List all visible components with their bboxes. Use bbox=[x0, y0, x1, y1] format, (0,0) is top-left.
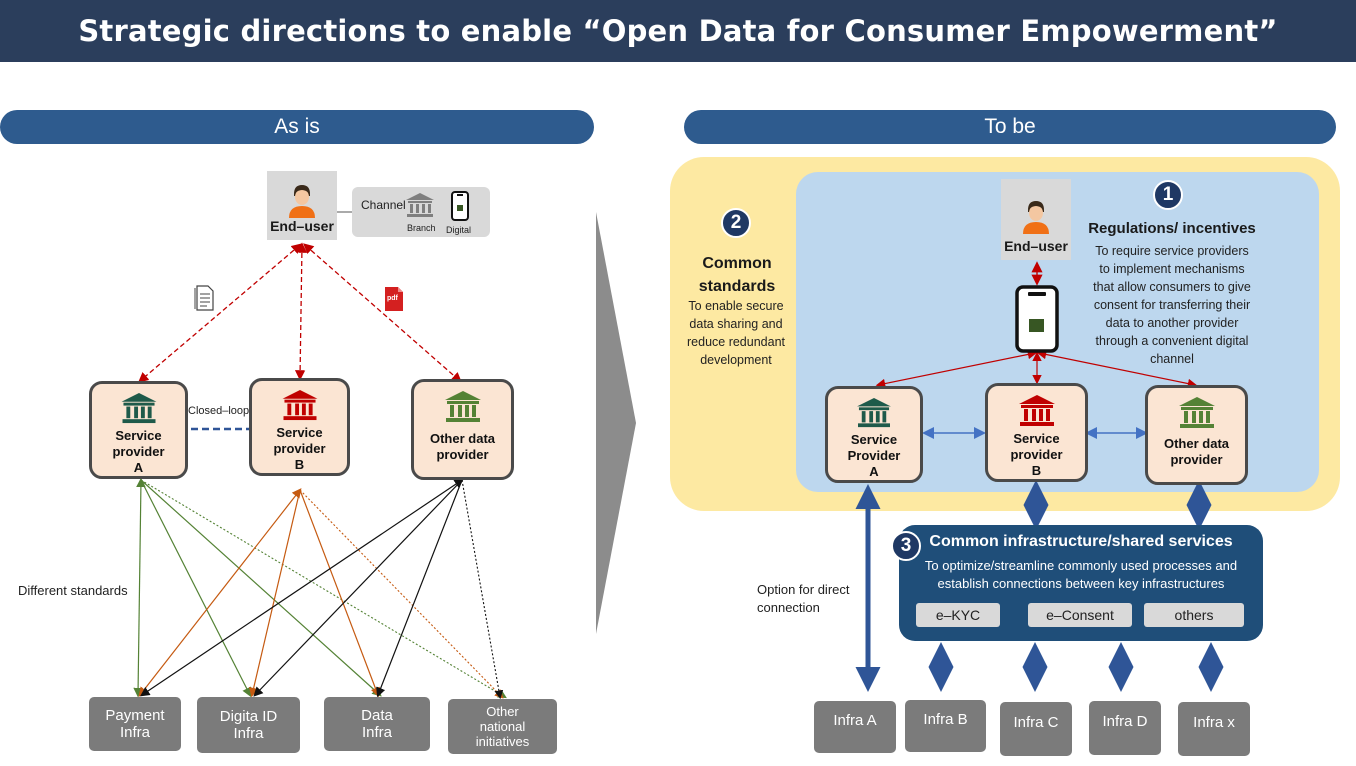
tag-e-kyc: e–KYC bbox=[916, 603, 1000, 627]
provider-name-line3: B bbox=[294, 457, 305, 472]
desc-line: reduce redundant bbox=[687, 335, 785, 349]
digital-label: Digital bbox=[446, 225, 472, 235]
provider-name-line1: Service bbox=[276, 425, 323, 440]
common-standards-description: To enable secure data sharing and reduce… bbox=[676, 297, 796, 369]
number-badge-2: 2 bbox=[721, 208, 751, 238]
channel-box: Channel Branch Digital bbox=[352, 187, 490, 237]
provider-name-line2: provider bbox=[273, 441, 326, 456]
person-icon bbox=[289, 185, 315, 218]
bank-icon bbox=[1018, 395, 1055, 426]
provider-name-line3: A bbox=[869, 464, 879, 479]
end-user-label: End–user bbox=[270, 218, 334, 234]
provider-name-line3: A bbox=[133, 460, 144, 475]
common-infrastructure-box: Common infrastructure/shared services To… bbox=[899, 525, 1263, 641]
as-is-infra-digital-id: Digita ID Infra bbox=[197, 697, 300, 753]
provider-name-line2: Provider bbox=[847, 448, 901, 463]
number-badge-3: 3 bbox=[891, 531, 921, 561]
provider-name-line3: B bbox=[1031, 463, 1042, 478]
document-icon bbox=[194, 285, 214, 311]
number-badge-1: 1 bbox=[1153, 180, 1183, 210]
as-is-service-provider-b: Service provider B bbox=[249, 378, 350, 476]
pdf-icon: pdf bbox=[384, 286, 404, 312]
as-is-other-data-provider: Other data provider bbox=[411, 379, 514, 480]
desc-line: that allow consumers to give bbox=[1093, 280, 1251, 294]
desc-line: to implement mechanisms bbox=[1099, 262, 1245, 276]
mobile-phone-icon bbox=[451, 191, 469, 221]
desc-line: To optimize/streamline commonly used pro… bbox=[924, 558, 1238, 573]
desc-line: development bbox=[700, 353, 772, 367]
as-is-service-provider-a: Service provider A bbox=[89, 381, 188, 479]
to-be-other-data-provider: Other data provider bbox=[1145, 385, 1248, 485]
infra-label-line2: Infra bbox=[361, 724, 392, 741]
desc-line: To enable secure bbox=[688, 299, 784, 313]
label-line: Option for direct bbox=[757, 582, 850, 597]
desc-line: establish connections between key infras… bbox=[937, 576, 1225, 591]
as-is-infra-other-national: Other national initiatives bbox=[448, 699, 557, 754]
provider-name-line1: Service bbox=[1013, 431, 1060, 446]
provider-name-line2: provider bbox=[112, 444, 165, 459]
pdf-label: pdf bbox=[387, 295, 398, 302]
infrastructure-description: To optimize/streamline commonly used pro… bbox=[899, 557, 1263, 593]
desc-line: To require service providers bbox=[1095, 244, 1249, 258]
provider-name-line2: provider bbox=[436, 447, 489, 462]
infra-c: Infra C bbox=[1000, 702, 1072, 756]
common-standards-title: Common standards bbox=[678, 252, 796, 298]
bank-icon bbox=[857, 397, 891, 428]
infra-label-line1: Other bbox=[486, 704, 519, 719]
provider-name-line2: provider bbox=[1170, 452, 1223, 467]
bank-icon bbox=[1178, 397, 1215, 428]
transition-chevron bbox=[596, 212, 636, 634]
tag-others: others bbox=[1144, 603, 1244, 627]
end-user-label: End–user bbox=[1004, 238, 1068, 254]
infra-label-line2: Infra bbox=[233, 725, 264, 742]
provider-name-line1: Other data bbox=[429, 431, 495, 446]
desc-line: consent for transferring their bbox=[1093, 298, 1251, 312]
to-be-header: To be bbox=[684, 110, 1336, 144]
as-is-end-user: End–user bbox=[267, 171, 337, 240]
infra-label-line3: initiatives bbox=[475, 734, 530, 749]
desc-line: through a convenient digital bbox=[1095, 334, 1249, 348]
as-is-infra-data: Data Infra bbox=[324, 697, 430, 751]
regulations-title: Regulations/ incentives bbox=[1088, 220, 1256, 237]
person-icon bbox=[1023, 201, 1049, 234]
infra-label-line2: national bbox=[479, 719, 526, 734]
infrastructure-title: Common infrastructure/shared services bbox=[929, 533, 1233, 550]
branch-icon bbox=[406, 193, 434, 217]
closed-loop-label: Closed–loop bbox=[188, 405, 250, 417]
infra-label-line1: Payment bbox=[105, 707, 165, 724]
title-line1: Common bbox=[702, 255, 772, 272]
different-standards-label: Different standards bbox=[18, 583, 128, 598]
label-line: connection bbox=[757, 600, 820, 615]
mobile-phone-icon bbox=[1015, 285, 1059, 353]
direct-connection-label: Option for direct connection bbox=[757, 581, 850, 617]
infra-label-line1: Digita ID bbox=[219, 708, 278, 725]
infra-b: Infra B bbox=[905, 700, 986, 752]
to-be-service-provider-a: Service Provider A bbox=[825, 386, 923, 483]
page-title: Strategic directions to enable “Open Dat… bbox=[0, 0, 1356, 62]
title-line2: standards bbox=[698, 278, 776, 295]
bank-icon bbox=[282, 389, 317, 421]
to-be-service-provider-b: Service provider B bbox=[985, 383, 1088, 482]
infra-label-line2: Infra bbox=[119, 724, 150, 741]
to-be-end-user: End–user bbox=[1001, 179, 1071, 260]
provider-name-line2: provider bbox=[1010, 447, 1063, 462]
provider-name-line1: Service bbox=[115, 428, 162, 443]
infra-x: Infra x bbox=[1178, 702, 1250, 756]
as-is-header: As is bbox=[0, 110, 594, 144]
bank-icon bbox=[121, 392, 156, 424]
as-is-infra-payment: Payment Infra bbox=[89, 697, 181, 751]
infra-a: Infra A bbox=[814, 701, 896, 753]
provider-name-line1: Other data bbox=[1163, 436, 1229, 451]
branch-label: Branch bbox=[407, 223, 436, 233]
to-be-connectors bbox=[855, 261, 1224, 692]
regulations-description: To require service providers to implemen… bbox=[1073, 242, 1271, 368]
desc-line: data sharing and bbox=[689, 317, 783, 331]
provider-name-line1: Service bbox=[850, 432, 898, 447]
desc-line: data to another provider bbox=[1105, 316, 1239, 330]
tag-e-consent: e–Consent bbox=[1028, 603, 1132, 627]
channel-label: Channel bbox=[361, 198, 406, 212]
bank-icon bbox=[444, 391, 481, 422]
infra-d: Infra D bbox=[1089, 701, 1161, 755]
infra-label-line1: Data bbox=[361, 707, 393, 724]
